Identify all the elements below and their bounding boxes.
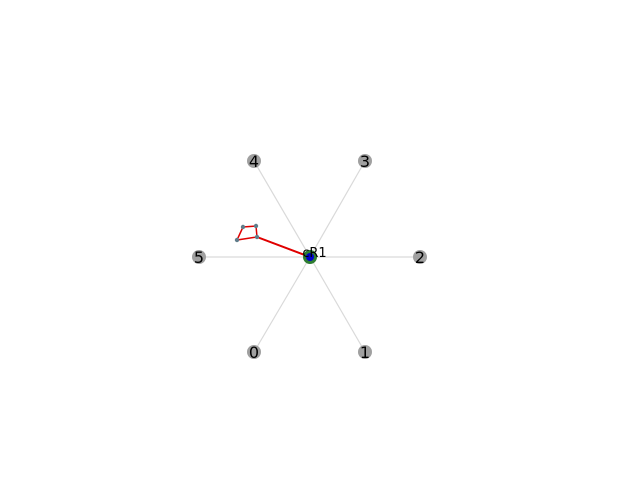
outer-nodes: 0 1 2 3 4 5 bbox=[192, 152, 427, 362]
spoke-3 bbox=[309, 160, 366, 258]
node-5-marker bbox=[192, 250, 206, 264]
node-5[interactable]: 5 bbox=[192, 248, 206, 267]
node-0-label: 0 bbox=[249, 343, 259, 362]
node-3-marker bbox=[358, 154, 372, 168]
node-4[interactable]: 4 bbox=[247, 152, 261, 171]
waypoint-2 bbox=[253, 223, 259, 229]
center-node[interactable]: c R1 bbox=[302, 246, 327, 264]
spoke-1 bbox=[309, 256, 366, 353]
node-3-label: 3 bbox=[360, 152, 370, 171]
node-4-label: 4 bbox=[249, 152, 259, 171]
waypoint-4 bbox=[234, 237, 240, 243]
waypoint-1 bbox=[254, 234, 260, 240]
waypoint-3 bbox=[240, 224, 246, 230]
node-0-marker bbox=[247, 345, 261, 359]
trajectory-main-segment bbox=[256, 236, 311, 258]
node-4-marker bbox=[247, 154, 261, 168]
center-node-dot bbox=[306, 253, 314, 261]
trajectory bbox=[234, 223, 311, 258]
center-node-label: R1 bbox=[309, 246, 326, 261]
node-2-marker bbox=[413, 250, 427, 264]
node-2-label: 2 bbox=[415, 248, 425, 267]
spokes bbox=[199, 160, 420, 353]
spoke-4 bbox=[253, 160, 311, 258]
node-0[interactable]: 0 bbox=[247, 343, 261, 362]
node-1-label: 1 bbox=[360, 343, 370, 362]
node-1-marker bbox=[358, 345, 372, 359]
node-2[interactable]: 2 bbox=[413, 248, 427, 267]
spoke-0 bbox=[253, 256, 311, 353]
node-5-label: 5 bbox=[194, 248, 204, 267]
node-1[interactable]: 1 bbox=[358, 343, 372, 362]
center-node-hidden-label: c bbox=[302, 246, 309, 261]
node-3[interactable]: 3 bbox=[358, 152, 372, 171]
